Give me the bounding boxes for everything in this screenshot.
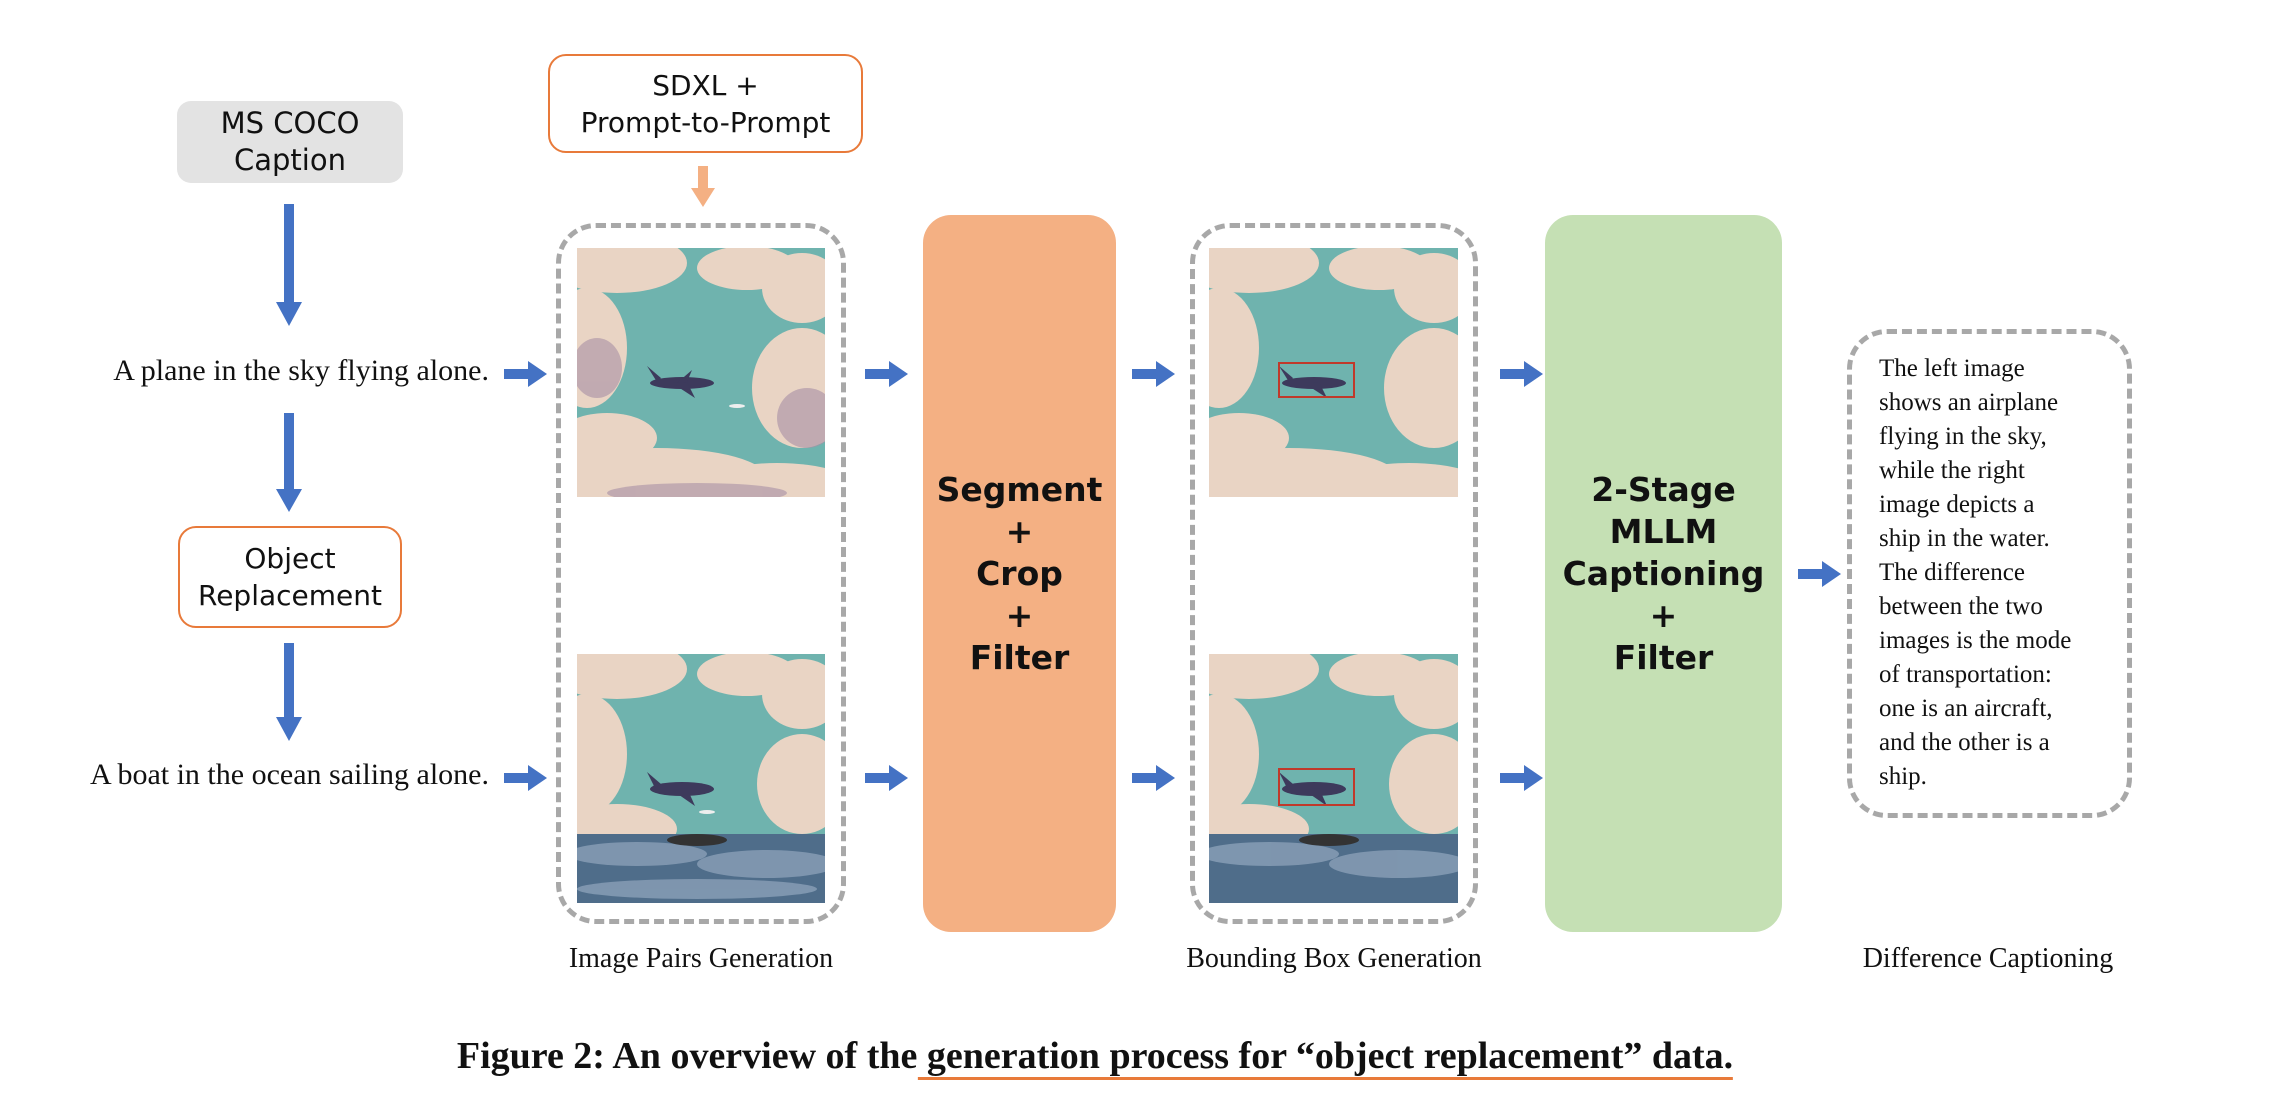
segment-line1: Segment <box>936 469 1103 509</box>
diff-line: shows an airplane <box>1879 389 2059 416</box>
bounding-box-group <box>1190 223 1478 924</box>
original-caption: A plane in the sky flying alone. <box>113 354 489 387</box>
arrow-down-1-icon <box>276 204 302 326</box>
mllm-line1: 2-Stage <box>1591 469 1736 509</box>
stage-label-bounding-box: Bounding Box Generation <box>1186 943 1482 974</box>
ms-coco-caption-box: MS COCO Caption <box>177 101 403 183</box>
object-replacement-line1: Object <box>244 542 336 575</box>
difference-caption-text: The left image shows an airplane flying … <box>1879 352 2119 794</box>
diff-line: of transportation: <box>1879 661 2052 688</box>
diff-line: between the two <box>1879 593 2043 620</box>
bbox-image-boat <box>1209 654 1458 903</box>
mllm-line2: MLLM <box>1609 511 1718 551</box>
diff-line: ship. <box>1879 763 1927 790</box>
stage-label-image-pairs: Image Pairs Generation <box>568 943 834 974</box>
diff-line: one is an aircraft, <box>1879 695 2053 722</box>
mllm-line4: + <box>1649 595 1678 635</box>
diff-line: images is the mode <box>1879 627 2072 654</box>
segment-line3: Crop <box>976 553 1063 593</box>
diff-line: and the other is a <box>1879 729 2050 756</box>
arrow-right-seg2-icon <box>865 765 908 791</box>
arrow-right-bbox2-icon <box>1132 765 1175 791</box>
ms-coco-line1: MS COCO <box>220 106 360 140</box>
mllm-captioning-box: 2-Stage MLLM Captioning + Filter <box>1545 215 1782 932</box>
ms-coco-line2: Caption <box>234 143 346 177</box>
object-replacement-box: Object Replacement <box>178 526 402 628</box>
arrow-right-mllm2-icon <box>1500 765 1543 791</box>
diff-line: The left image <box>1879 355 2025 382</box>
segment-line2: + <box>1005 511 1034 551</box>
diff-line: while the right <box>1879 457 2025 484</box>
figure-caption: Figure 2: An overview of the generation … <box>456 1034 1734 1080</box>
arrow-right-diff-icon <box>1798 561 1841 587</box>
arrow-down-3-icon <box>276 643 302 741</box>
object-replacement-line2: Replacement <box>198 579 382 612</box>
bbox-image-plane <box>1209 248 1458 497</box>
generated-image-boat <box>577 654 825 903</box>
difference-caption-group <box>1847 329 2132 818</box>
figure-caption-part2: generation process for “object replaceme… <box>917 1035 1734 1080</box>
arrow-right-mllm1-icon <box>1500 361 1543 387</box>
arrow-right-caption1-icon <box>504 361 547 387</box>
arrow-down-2-icon <box>276 413 302 512</box>
replaced-caption: A boat in the ocean sailing alone. <box>89 758 489 791</box>
sdxl-line1: SDXL + <box>652 68 759 102</box>
mllm-line3: Captioning <box>1562 553 1765 593</box>
diff-line: image depicts a <box>1879 491 2035 518</box>
arrow-right-caption2-icon <box>504 765 547 791</box>
arrow-down-orange-icon <box>691 166 715 207</box>
image-pairs-group <box>556 223 846 924</box>
diff-line: ship in the water. <box>1879 525 2050 552</box>
arrow-right-bbox1-icon <box>1132 361 1175 387</box>
generated-image-plane <box>577 248 825 497</box>
diff-line: The difference <box>1879 559 2025 586</box>
segment-crop-filter-box: Segment + Crop + Filter <box>923 215 1116 932</box>
sdxl-line2: Prompt-to-Prompt <box>580 105 831 139</box>
arrow-right-seg1-icon <box>865 361 908 387</box>
mllm-line5: Filter <box>1613 637 1714 677</box>
sdxl-prompt-to-prompt-box: SDXL + Prompt-to-Prompt <box>548 54 863 153</box>
figure-caption-part1: Figure 2: An overview of the <box>456 1035 918 1077</box>
stage-label-difference: Difference Captioning <box>1862 943 2114 974</box>
segment-line5: Filter <box>969 637 1070 677</box>
diff-line: flying in the sky, <box>1879 423 2047 450</box>
segment-line4: + <box>1005 595 1034 635</box>
